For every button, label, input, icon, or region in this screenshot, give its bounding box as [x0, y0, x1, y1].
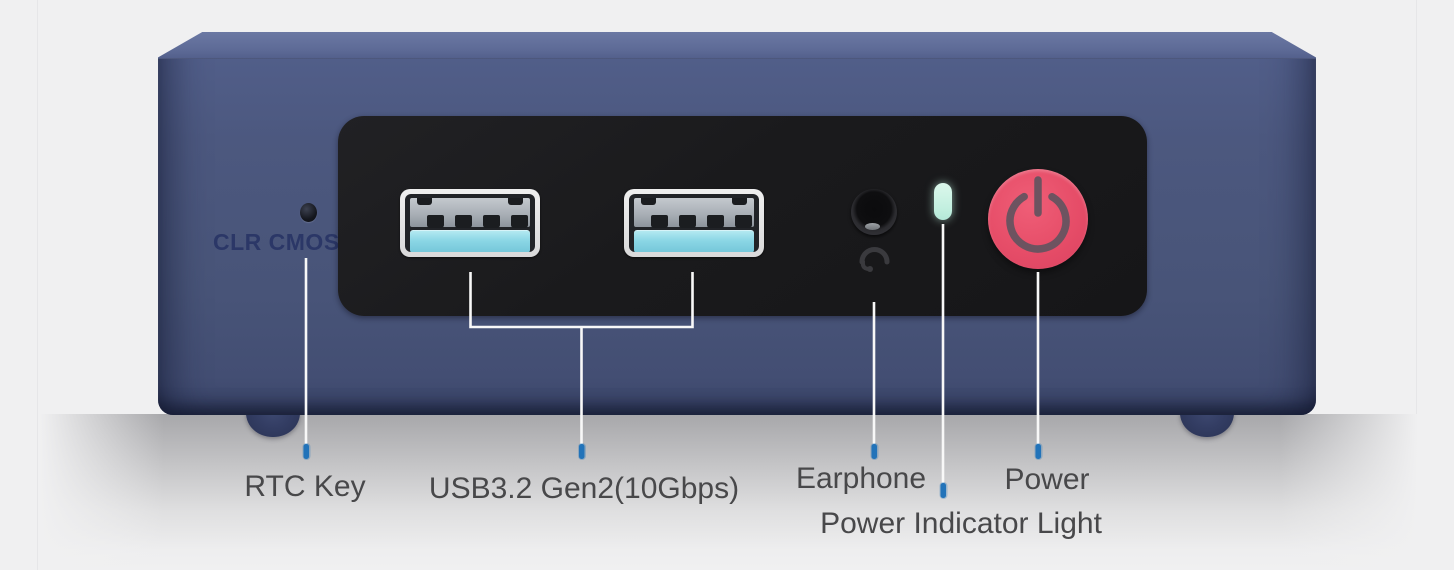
- power-icon: [1006, 176, 1070, 253]
- power-indicator-led: [934, 183, 952, 220]
- photo-edge-left: [37, 0, 38, 570]
- top-face: [158, 32, 1316, 59]
- leader-tip: [1035, 444, 1041, 459]
- floor-shadow: [40, 414, 1418, 570]
- usb-cavity: [405, 194, 535, 252]
- rtc-pinhole: [300, 203, 317, 222]
- usb-tongue: [634, 230, 754, 252]
- usb-contacts: [410, 198, 530, 228]
- clr-cmos-label: CLR CMOS: [213, 229, 340, 255]
- leader-tip: [940, 483, 946, 498]
- label-power: Power: [1004, 463, 1090, 496]
- headset-icon: [854, 238, 894, 272]
- leader-usb-bracket: [469, 272, 694, 446]
- label-rtc-key: RTC Key: [244, 470, 366, 503]
- usb-port-1: [400, 189, 540, 257]
- label-earphone: Earphone: [795, 462, 927, 495]
- front-port-panel: [338, 116, 1147, 316]
- leader-tip: [579, 444, 585, 459]
- label-power-indicator-light: Power Indicator Light: [820, 507, 1102, 540]
- usb-port-2: [624, 189, 764, 257]
- power-button: [988, 169, 1088, 269]
- leader-tip: [871, 444, 877, 459]
- usb-contacts: [634, 198, 754, 228]
- photo-edge-right: [1416, 0, 1417, 570]
- usb-tongue: [410, 230, 530, 252]
- label-usb: USB3.2 Gen2(10Gbps): [428, 472, 740, 505]
- leader-tip: [303, 444, 309, 459]
- mini-pc-body: CLR CMOS: [158, 32, 1316, 415]
- usb-cavity: [629, 194, 759, 252]
- earphone-jack: [851, 189, 897, 235]
